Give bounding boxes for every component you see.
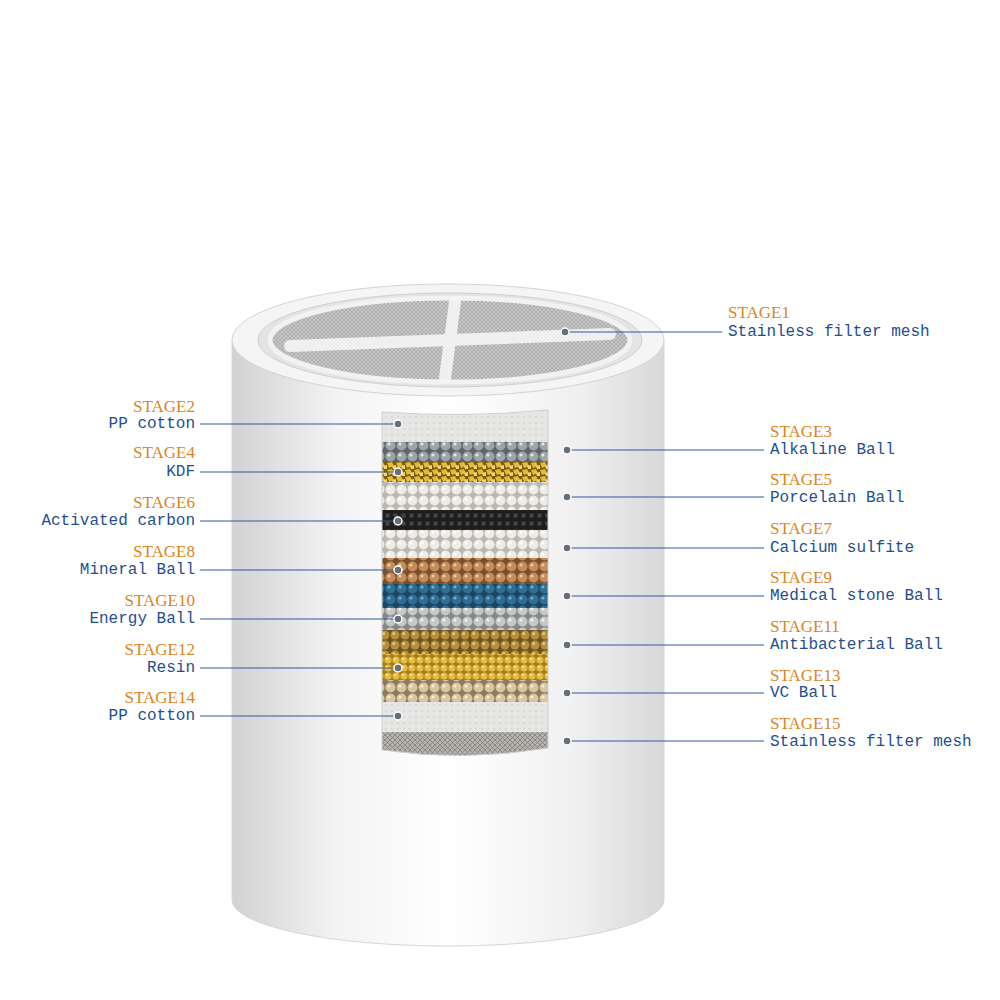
stage-name: Alkaline Ball xyxy=(770,441,895,459)
stage-number: STAGE8 xyxy=(133,543,195,561)
stage-name: PP cotton xyxy=(109,415,195,433)
stage-name: Resin xyxy=(147,659,195,677)
stage-number: STAGE10 xyxy=(125,592,195,610)
stage-number: STAGE6 xyxy=(133,494,195,512)
stage-name: VC Ball xyxy=(770,684,837,702)
stage-name: PP cotton xyxy=(109,707,195,725)
stage-number: STAGE13 xyxy=(770,667,840,685)
stage-number: STAGE4 xyxy=(133,444,195,462)
stage-number: STAGE2 xyxy=(133,398,195,416)
stage-name: Antibacterial Ball xyxy=(770,636,943,654)
stage-name: KDF xyxy=(166,463,195,481)
stage-number: STAGE12 xyxy=(125,641,195,659)
stage-number: STAGE3 xyxy=(770,423,832,441)
stage-name: Calcium sulfite xyxy=(770,539,914,557)
stage-name: Activated carbon xyxy=(41,512,195,530)
stage-name: Mineral Ball xyxy=(80,561,195,579)
stage-name: Porcelain Ball xyxy=(770,489,904,507)
stage-number: STAGE11 xyxy=(770,618,840,636)
stage-name: Medical stone Ball xyxy=(770,587,943,605)
stage-number: STAGE14 xyxy=(125,689,195,707)
stage-name: Stainless filter mesh xyxy=(728,323,930,341)
stage-number: STAGE7 xyxy=(770,520,832,538)
stage-number: STAGE9 xyxy=(770,569,832,587)
stage-name: Stainless filter mesh xyxy=(770,733,972,751)
stage-name: Energy Ball xyxy=(89,610,195,628)
stage-number: STAGE5 xyxy=(770,471,832,489)
stage-number: STAGE15 xyxy=(770,715,840,733)
stage-number: STAGE1 xyxy=(728,304,790,322)
